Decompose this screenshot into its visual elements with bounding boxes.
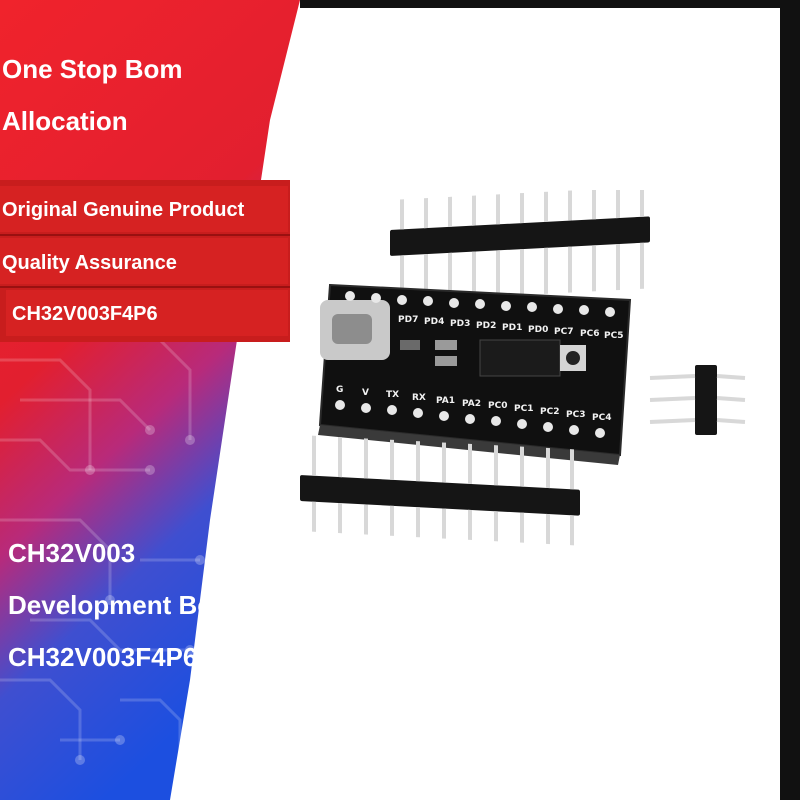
pin-label-bottom: PC1 — [514, 404, 533, 414]
side-pin-header — [649, 365, 746, 435]
pcb-board: PD7 PD4 PD3 PD2 PD1 PD0 PC7 PC6 PC5 G V … — [318, 283, 632, 465]
pin-label-bottom: PA1 — [436, 396, 455, 406]
product-title-line-2: Development Board — [8, 590, 254, 620]
pin-label-bottom: G — [336, 385, 343, 395]
pin-label-bottom: TX — [386, 390, 399, 400]
pin-label-top: PC7 — [554, 327, 573, 337]
pin-label-top: PD0 — [528, 325, 548, 335]
pin-label-top: PD2 — [476, 321, 496, 331]
dev-board-photo: PD7 PD4 PD3 PD2 PD1 PD0 PC7 PC6 PC5 G V … — [300, 190, 746, 546]
pin-label-top: PD1 — [502, 323, 522, 333]
bottom-pin-header — [300, 435, 580, 546]
product-title-line-3: CH32V003F4P6 — [8, 642, 198, 672]
pin-label-top: PC6 — [580, 329, 599, 339]
badge-model-number: CH32V003F4P6 — [12, 303, 158, 325]
pin-label-bottom: PC3 — [566, 410, 585, 420]
pin-label-bottom: PC2 — [540, 407, 559, 417]
pin-label-bottom: V — [362, 388, 369, 398]
mcu-chip — [479, 339, 561, 377]
pin-label-bottom: PC0 — [488, 401, 507, 411]
pin-label-top: PD7 — [398, 315, 418, 325]
top-pin-header — [390, 190, 650, 302]
pin-label-bottom: PC4 — [592, 413, 611, 423]
badge-quality-assurance: Quality Assurance — [2, 252, 177, 274]
badge-original-genuine: Original Genuine Product — [2, 199, 245, 221]
product-title-line-1: CH32V003 — [8, 538, 136, 568]
pin-label-bottom: PA2 — [462, 399, 481, 409]
pin-label-top: PC5 — [604, 331, 623, 341]
headline-line-2: Allocation — [2, 106, 128, 136]
pin-label-top: PD3 — [450, 319, 470, 329]
pin-label-bottom: RX — [412, 393, 426, 403]
pin-label-top: PD4 — [424, 317, 444, 327]
headline-line-1: One Stop Bom — [2, 54, 183, 84]
